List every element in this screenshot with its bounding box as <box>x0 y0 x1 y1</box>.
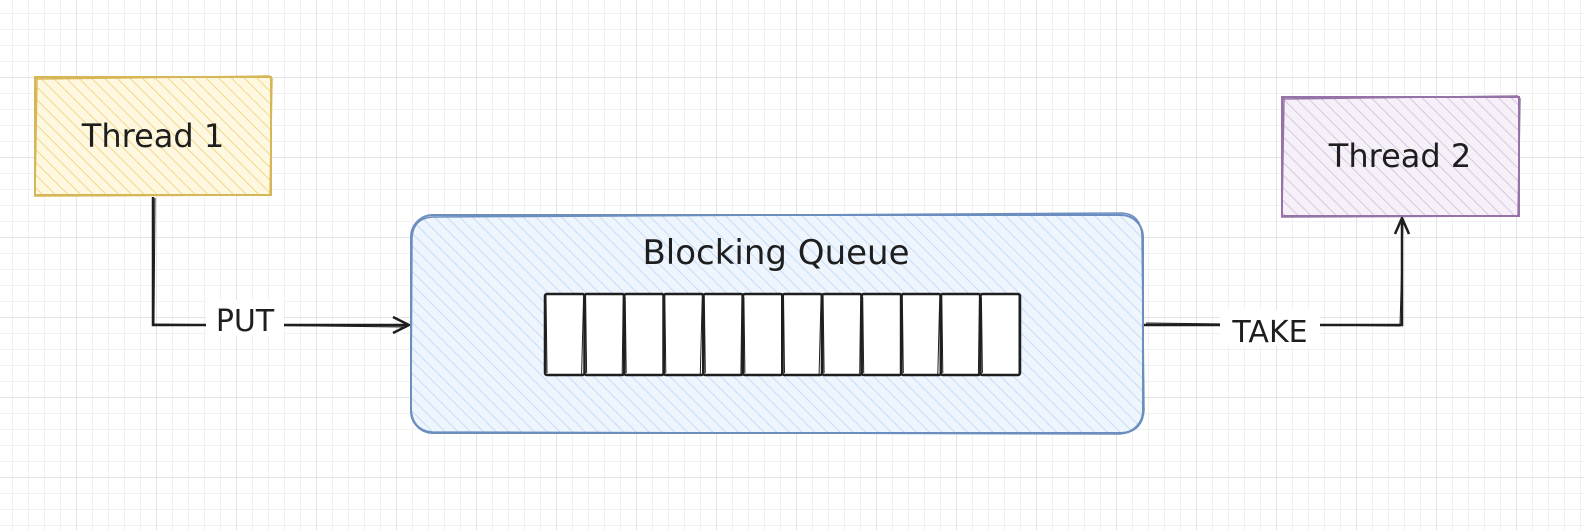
queue-slot <box>820 292 863 377</box>
queue-slot <box>860 292 903 377</box>
queue-slot <box>583 292 626 377</box>
queue-slot <box>939 292 982 377</box>
queue-title: Blocking Queue <box>642 233 909 273</box>
queue-slot <box>979 292 1022 377</box>
queue-slot <box>662 292 705 377</box>
take-edge[interactable]: TAKE <box>1144 216 1411 350</box>
queue-slot <box>781 292 824 377</box>
queue-slot-sketch <box>545 294 585 375</box>
queue-slot <box>702 292 745 377</box>
queue-slot-sketch <box>901 294 941 375</box>
queue-slot <box>543 292 586 377</box>
thread2-label: Thread 2 <box>1328 137 1471 175</box>
put-edge[interactable]: PUT <box>151 197 411 339</box>
thread2-node[interactable]: Thread 2 <box>1280 95 1521 218</box>
queue-slot <box>741 292 784 377</box>
thread1-node[interactable]: Thread 1 <box>33 75 273 197</box>
take-label: TAKE <box>1231 315 1307 350</box>
queue-slots <box>543 292 1022 377</box>
put-label-bg <box>206 300 284 336</box>
queue-slot-sketch <box>980 295 1020 374</box>
put-label: PUT <box>216 304 275 339</box>
queue-slot-sketch <box>783 294 822 375</box>
queue-slot-sketch <box>664 294 703 375</box>
queue-slot <box>900 292 943 377</box>
queue-slot <box>622 292 666 377</box>
thread1-label: Thread 1 <box>81 117 224 155</box>
queue-node[interactable]: Blocking Queue <box>410 212 1145 435</box>
take-label-bg <box>1220 310 1320 346</box>
